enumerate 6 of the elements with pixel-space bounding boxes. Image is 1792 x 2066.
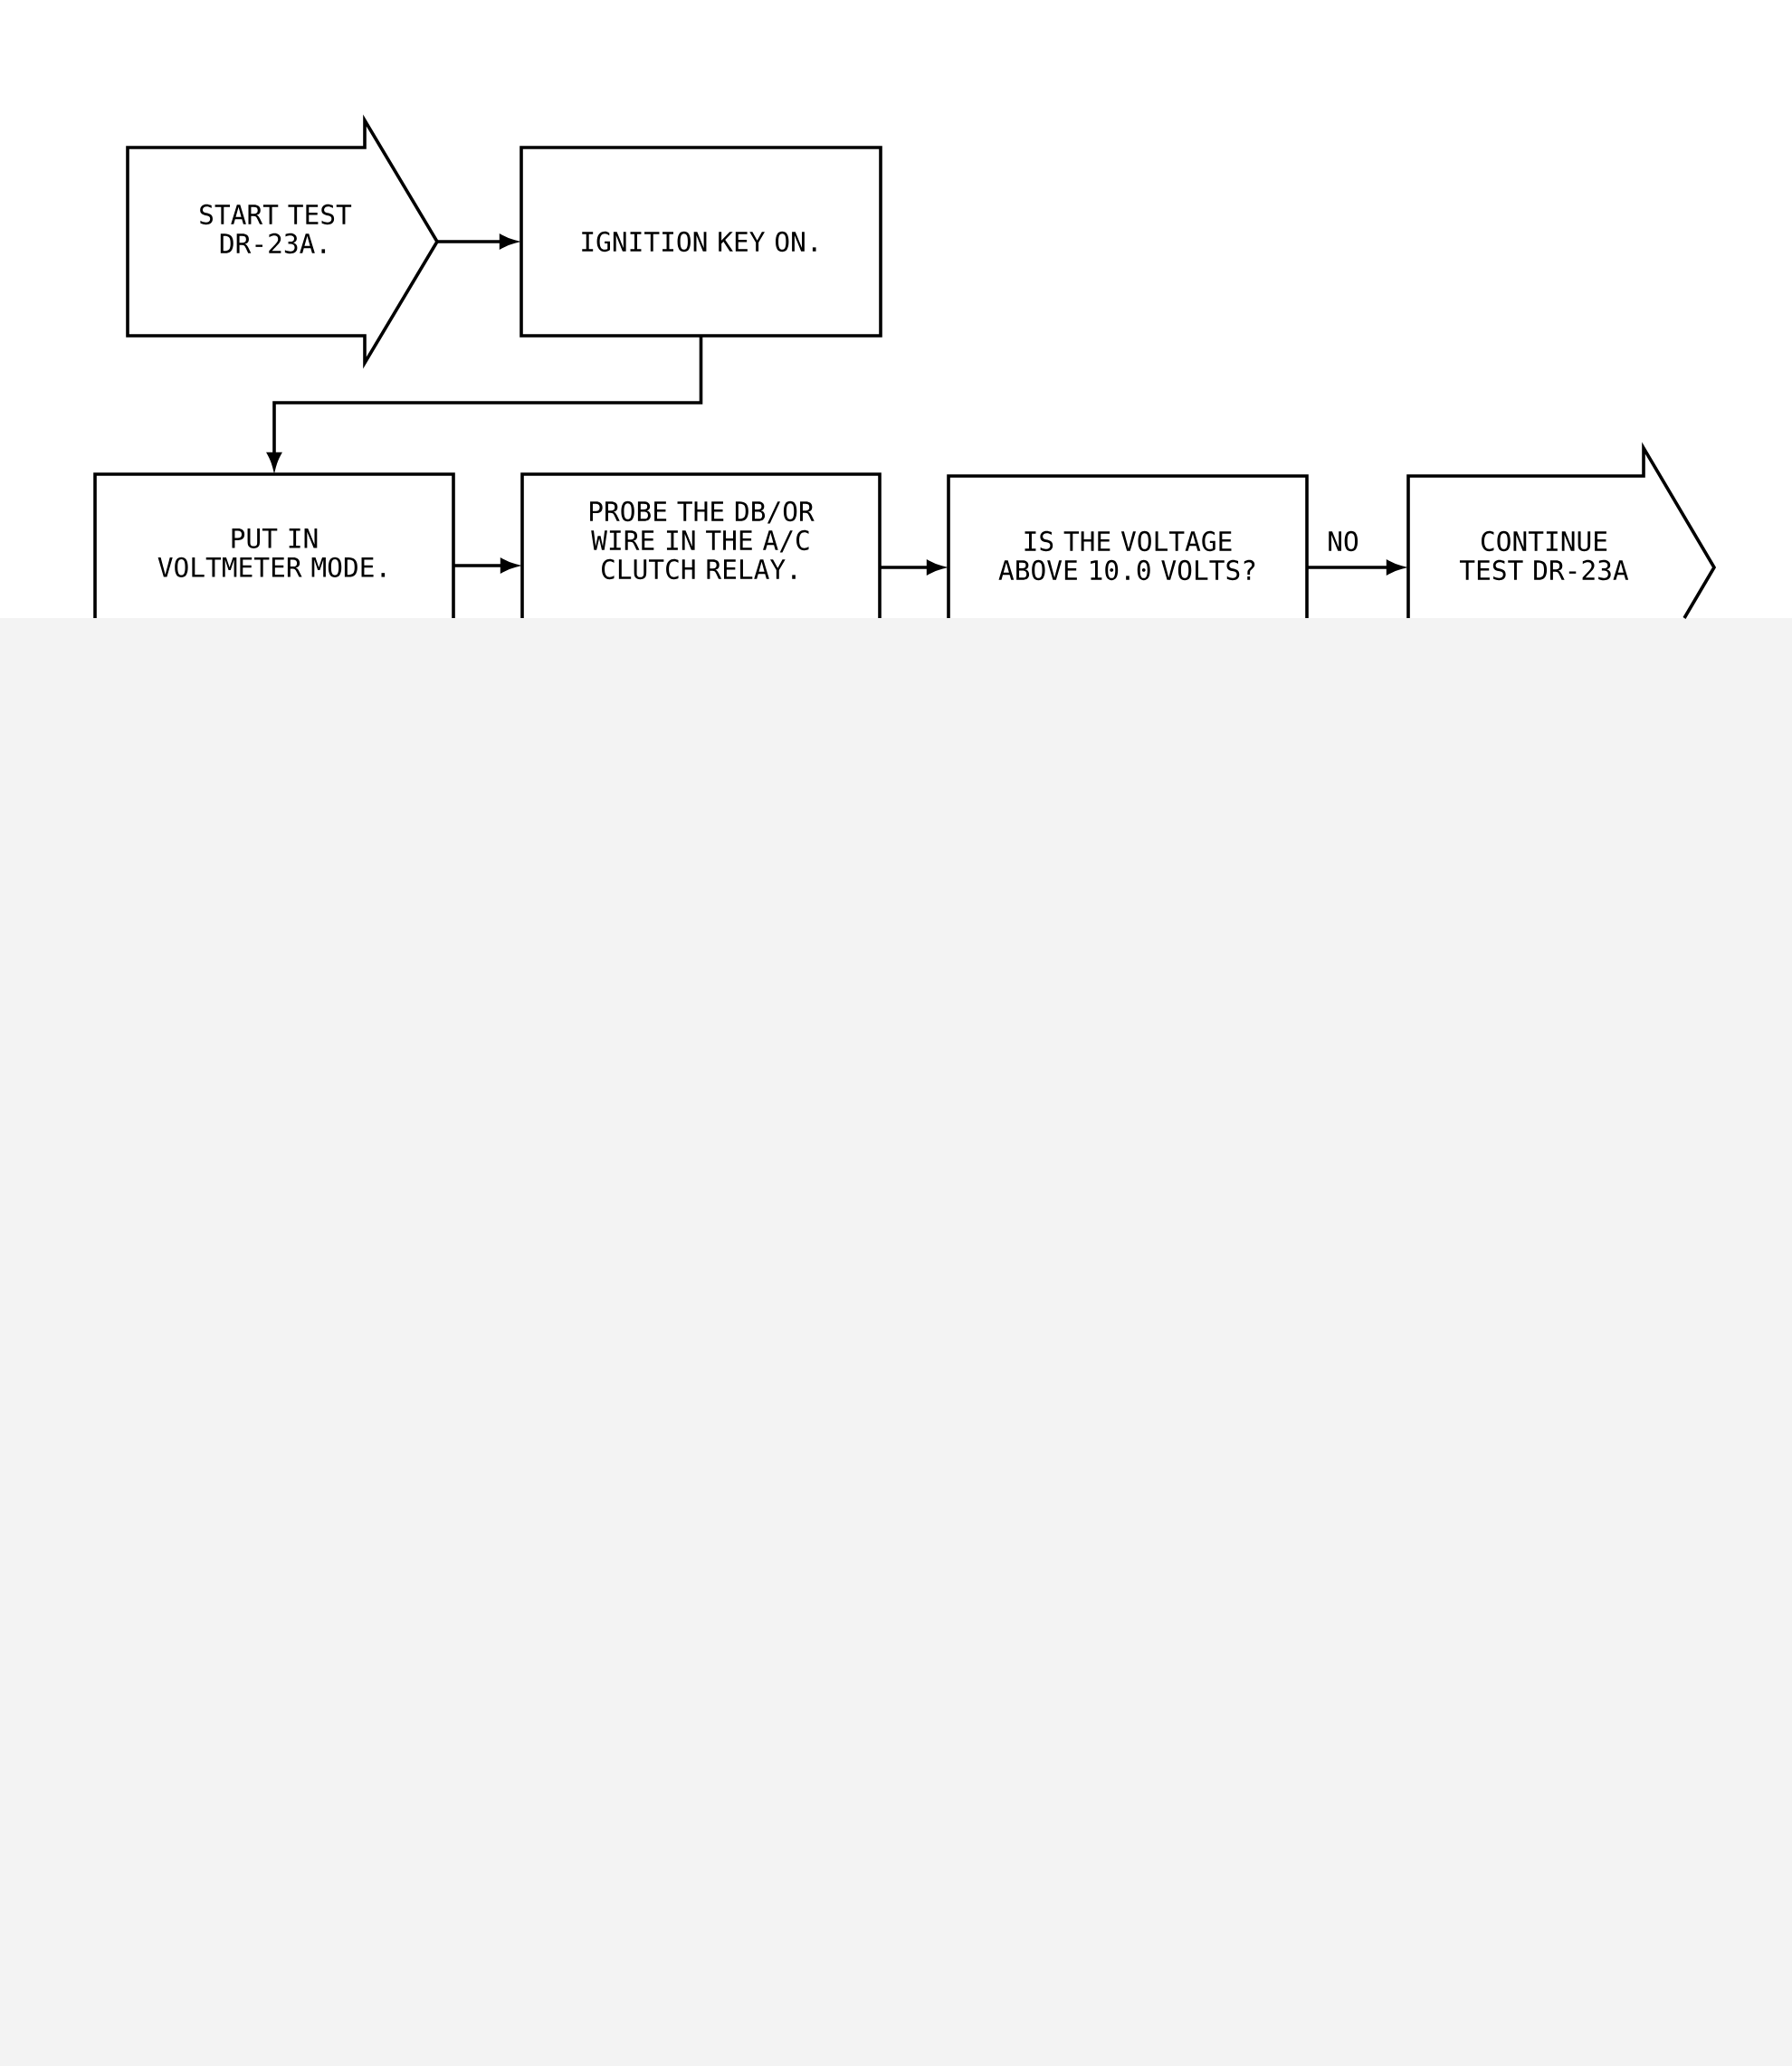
process-box: IGNITION KEY ON. <box>519 146 882 338</box>
process-box: IS THE VOLTAGE ABOVE 10.0 VOLTS? <box>947 474 1309 618</box>
process-box: PUT IN VOLTMETER MODE. <box>93 472 455 618</box>
process-box: PROBE THE DB/OR WIRE IN THE A/C CLUTCH RELAY. <box>520 472 882 618</box>
edge-label: NO <box>1325 528 1361 554</box>
arrow-box: START TEST DR-23A. <box>126 114 440 369</box>
